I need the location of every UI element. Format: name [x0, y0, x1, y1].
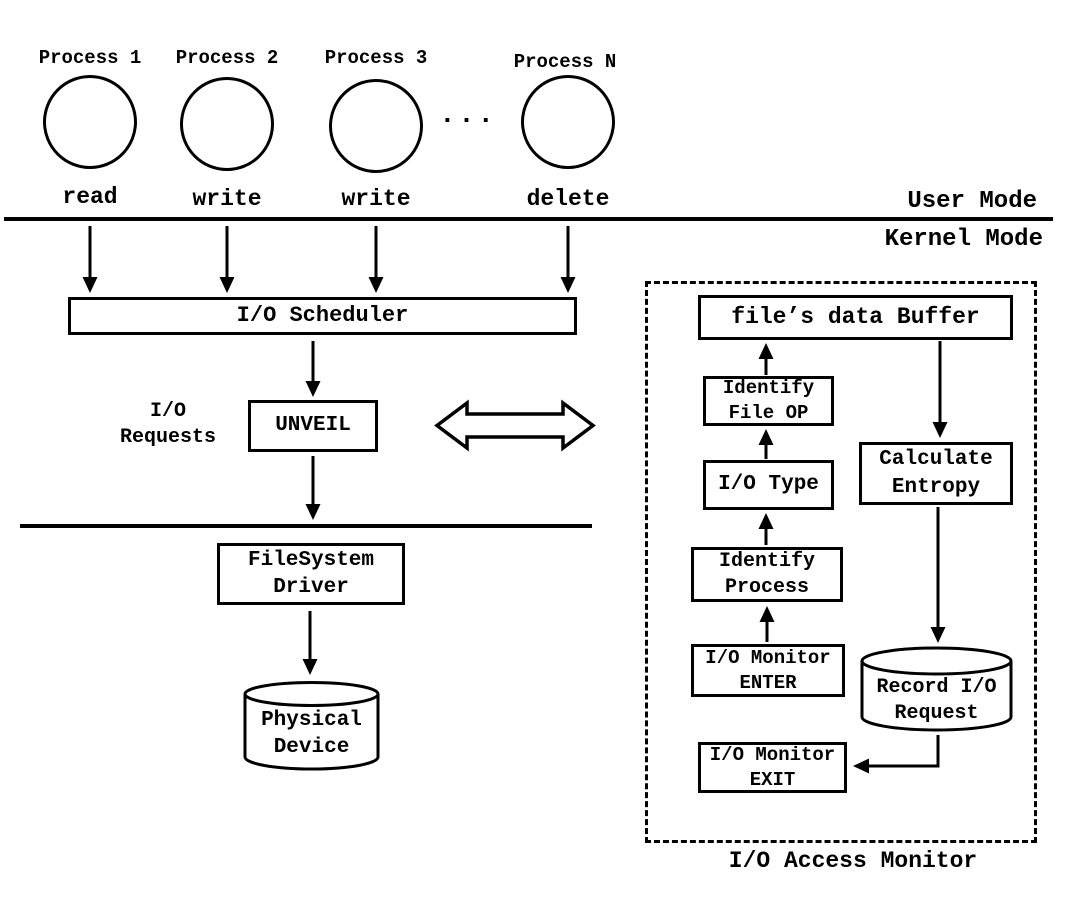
- io-access-monitor-caption: I/O Access Monitor: [728, 848, 978, 874]
- record-io-request-label: Record I/O Request: [876, 676, 997, 725]
- process-1-circle: [43, 75, 137, 169]
- unveil-box: UNVEIL: [248, 400, 378, 452]
- process-2-op: write: [192, 186, 262, 212]
- cylinder-shape: [243, 681, 380, 771]
- record-io-request-cylinder: Record I/O Request: [860, 646, 1013, 735]
- process-1-label: Process 1: [38, 47, 142, 69]
- process-3-op: write: [341, 186, 411, 212]
- cylinder-shape: [860, 646, 1013, 732]
- process-n-label: Process N: [513, 51, 617, 73]
- process-3-circle: [329, 79, 423, 173]
- filesystem-driver-box: FileSystem Driver: [217, 543, 405, 605]
- io-monitor-enter-box: I/O Monitor ENTER: [691, 644, 845, 697]
- io-monitor-exit-box: I/O Monitor EXIT: [698, 742, 847, 793]
- io-requests-label: I/O Requests: [119, 400, 216, 449]
- ellipsis: ...: [439, 101, 497, 131]
- physical-device-label: Physical Device: [261, 709, 362, 760]
- io-access-monitor-frame: [645, 281, 1037, 843]
- user-mode-label: User Mode: [907, 188, 1037, 215]
- io-type-box: I/O Type: [703, 460, 834, 510]
- process-3-label: Process 3: [324, 47, 428, 69]
- identify-process-box: Identify Process: [691, 547, 843, 602]
- process-2-circle: [180, 77, 274, 171]
- driver-divider-line: [20, 524, 592, 528]
- process-1-op: read: [62, 184, 118, 210]
- calculate-entropy-box: Calculate Entropy: [859, 442, 1013, 505]
- io-scheduler-box: I/O Scheduler: [68, 297, 577, 335]
- process-n-circle: [521, 75, 615, 169]
- kernel-mode-label: Kernel Mode: [884, 226, 1043, 253]
- mode-divider-line: [4, 217, 1053, 221]
- process-n-op: delete: [526, 186, 610, 212]
- file-data-buffer-box: file’s data Buffer: [698, 295, 1013, 340]
- process-2-label: Process 2: [175, 47, 279, 69]
- identify-file-op-box: Identify File OP: [703, 376, 834, 426]
- physical-device-cylinder: Physical Device: [243, 680, 380, 774]
- double-arrow-unveil-monitor: [434, 399, 596, 452]
